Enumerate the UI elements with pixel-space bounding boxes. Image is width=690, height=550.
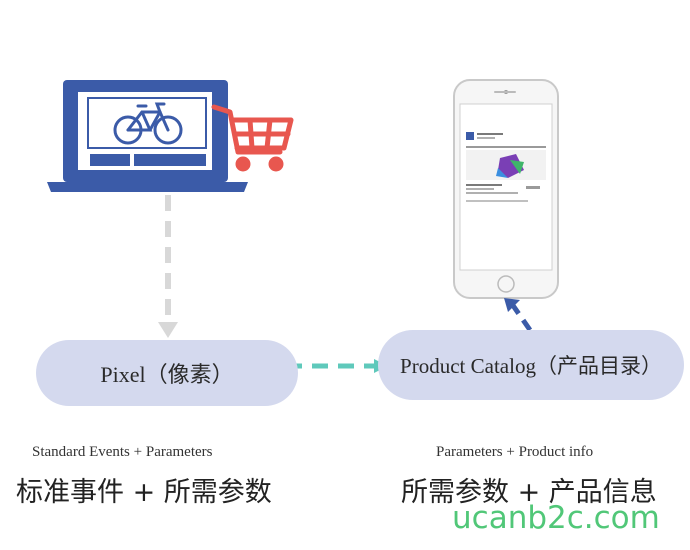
watermark: ucanb2c.com xyxy=(452,500,660,536)
right-caption-chinese: 所需参数 + 产品信息 xyxy=(401,477,657,508)
laptop-icon xyxy=(47,80,248,192)
product-catalog-node-label: Product Catalog（产品目录） xyxy=(400,354,662,378)
pixel-node-label: Pixel（像素） xyxy=(100,362,234,387)
pixel-fire-arrow xyxy=(158,195,178,338)
product-catalog-node: Product Catalog（产品目录） xyxy=(378,330,684,400)
smartphone-icon xyxy=(453,79,559,299)
shopping-cart-icon xyxy=(211,104,294,172)
left-caption-english: Standard Events + Parameters xyxy=(32,444,213,460)
catalog-to-phone-arrow xyxy=(504,298,533,332)
right-caption-english: Parameters + Product info xyxy=(436,444,594,460)
pixel-node: Pixel（像素） xyxy=(36,340,298,406)
bicycle-icon xyxy=(113,102,183,145)
left-caption-chinese: 标准事件 + 所需参数 xyxy=(16,477,272,508)
